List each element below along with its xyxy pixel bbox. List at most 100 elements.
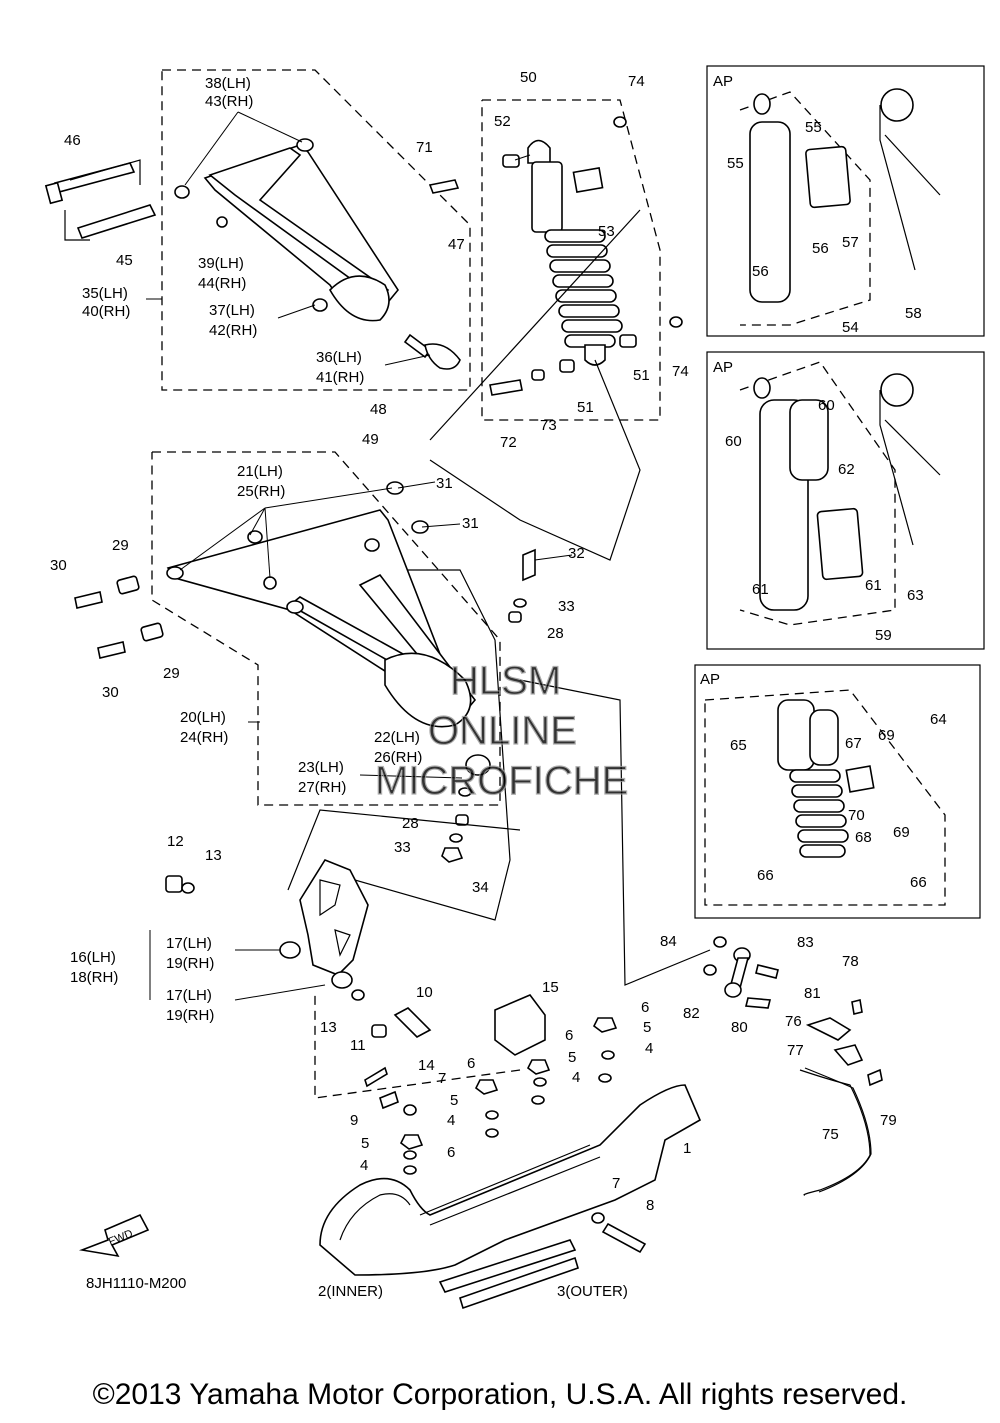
ap-box-1 <box>706 65 985 337</box>
callout-5: 5 <box>568 1049 576 1066</box>
ap-box-3 <box>694 664 981 919</box>
callout-54: 54 <box>842 319 859 336</box>
callout-45: 45 <box>116 252 133 269</box>
callout-7: 7 <box>438 1070 446 1087</box>
callout-5: 5 <box>361 1135 369 1152</box>
watermark-line-2: ONLINE <box>428 709 577 753</box>
callout-44: 44(RH) <box>198 275 246 292</box>
callout-32: 32 <box>568 545 585 562</box>
callout-49: 49 <box>362 431 379 448</box>
callout-17: 17(LH) <box>166 987 212 1004</box>
callout-1: 1 <box>683 1140 691 1157</box>
diagram-code: 8JH1110-M200 <box>86 1275 186 1292</box>
callout-30: 30 <box>50 557 67 574</box>
callout-82: 82 <box>683 1005 700 1022</box>
callout-62: 62 <box>838 461 855 478</box>
callout-40: 40(RH) <box>82 303 130 320</box>
ap-shock-59 <box>753 377 864 611</box>
callout-80: 80 <box>731 1019 748 1036</box>
callout-22: 22(LH) <box>374 729 420 746</box>
callout-66: 66 <box>910 874 927 891</box>
callout-39: 39(LH) <box>198 255 244 272</box>
ball-joint-36 <box>403 333 461 370</box>
ap-label-1: AP <box>713 73 733 90</box>
callout-31: 31 <box>462 515 479 532</box>
callout-6: 6 <box>565 1027 573 1044</box>
callout-16: 16(LH) <box>70 949 116 966</box>
pivot-bolt-46 <box>44 162 136 205</box>
callout-4: 4 <box>447 1112 455 1129</box>
callout-12: 12 <box>167 833 184 850</box>
callout-26: 26(RH) <box>374 749 422 766</box>
callout-36: 36(LH) <box>316 349 362 366</box>
callout-70: 70 <box>848 807 865 824</box>
callout-20: 20(LH) <box>180 709 226 726</box>
callout-43: 43(RH) <box>205 93 253 110</box>
callout-56: 56 <box>752 263 769 280</box>
callout-30: 30 <box>102 684 119 701</box>
callout-4: 4 <box>572 1069 580 1086</box>
callout-79: 79 <box>880 1112 897 1129</box>
callout-48: 48 <box>370 401 387 418</box>
callout-29: 29 <box>112 537 129 554</box>
callout-57: 57 <box>842 234 859 251</box>
pressure-gauge-58 <box>879 88 941 271</box>
callout-6: 6 <box>447 1144 455 1161</box>
callout-8: 8 <box>646 1197 654 1214</box>
callout-69: 69 <box>893 824 910 841</box>
callout-24: 24(RH) <box>180 729 228 746</box>
callout-53: 53 <box>598 223 615 240</box>
spindle-group-box <box>314 995 521 1099</box>
callout-60: 60 <box>725 433 742 450</box>
callout-25: 25(RH) <box>237 483 285 500</box>
callout-33: 33 <box>558 598 575 615</box>
ski-1 <box>319 1084 702 1276</box>
callout-58: 58 <box>905 305 922 322</box>
ap-label-3: AP <box>700 671 720 688</box>
callout-61: 61 <box>865 577 882 594</box>
callout-66: 66 <box>757 867 774 884</box>
callout-77: 77 <box>787 1042 804 1059</box>
ap-shock-64 <box>777 699 875 858</box>
callout-31: 31 <box>436 475 453 492</box>
callout-27: 27(RH) <box>298 779 346 796</box>
callout-52: 52 <box>494 113 511 130</box>
callout-21: 21(LH) <box>237 463 283 480</box>
callout-3: 3(OUTER) <box>557 1283 628 1300</box>
callout-33: 33 <box>394 839 411 856</box>
callout-7: 7 <box>612 1175 620 1192</box>
callout-18: 18(RH) <box>70 969 118 986</box>
callout-68: 68 <box>855 829 872 846</box>
callout-5: 5 <box>450 1092 458 1109</box>
callout-75: 75 <box>822 1126 839 1143</box>
callout-60: 60 <box>818 397 835 414</box>
pivot-shaft-45 <box>76 204 157 239</box>
parts-diagram: HLSM ONLINE MICROFICHE FWD AP AP AP 1 2(… <box>44 65 985 1310</box>
ap-label-2: AP <box>713 359 733 376</box>
fwd-arrow-icon: FWD <box>78 1213 150 1258</box>
callout-78: 78 <box>842 953 859 970</box>
callout-74: 74 <box>672 363 689 380</box>
copyright-notice: ©2013 Yamaha Motor Corporation, U.S.A. A… <box>92 1378 908 1411</box>
callout-34: 34 <box>472 879 489 896</box>
callout-55: 55 <box>727 155 744 172</box>
lower-a-arm <box>166 481 477 728</box>
callout-4: 4 <box>645 1040 653 1057</box>
spindle-16 <box>299 859 369 976</box>
callout-81: 81 <box>804 985 821 1002</box>
callout-69: 69 <box>878 727 895 744</box>
callout-51: 51 <box>577 399 594 416</box>
callout-64: 64 <box>930 711 947 728</box>
callout-47: 47 <box>448 236 465 253</box>
callout-15: 15 <box>542 979 559 996</box>
shock-absorber-50 <box>527 139 623 366</box>
callout-51: 51 <box>633 367 650 384</box>
callout-4: 4 <box>360 1157 368 1174</box>
callout-6: 6 <box>467 1055 475 1072</box>
callout-55: 55 <box>805 119 822 136</box>
ap-shock-54 <box>749 93 851 303</box>
callout-37: 37(LH) <box>209 302 255 319</box>
watermark-line-1: HLSM <box>450 659 561 703</box>
callout-17: 17(LH) <box>166 935 212 952</box>
callout-38: 38(LH) <box>205 75 251 92</box>
